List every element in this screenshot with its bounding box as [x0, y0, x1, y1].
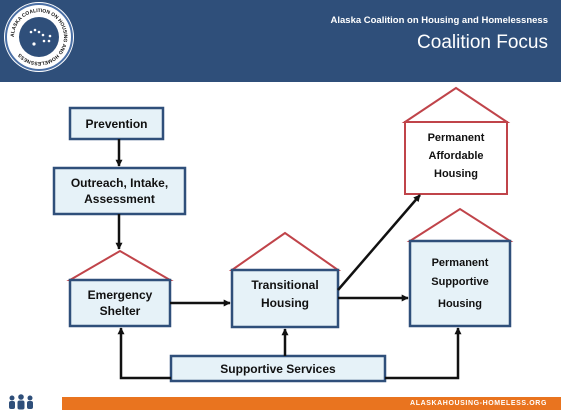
node-transitional-housing: Transitional Housing — [228, 231, 342, 329]
arrow-services-to-supportive — [385, 327, 462, 380]
supportive-label-line1: Permanent — [432, 257, 489, 269]
node-permanent-supportive-housing: Permanent Supportive Housing — [406, 207, 514, 328]
outreach-label-line2: Assessment — [84, 192, 155, 206]
supportive-label-line3: Housing — [438, 298, 482, 310]
outreach-label-line1: Outreach, Intake, — [71, 176, 168, 190]
node-permanent-affordable-housing: Permanent Affordable Housing — [401, 86, 511, 195]
arrow-transitional-to-affordable — [337, 194, 421, 291]
org-name: Alaska Coalition on Housing and Homeless… — [330, 15, 549, 26]
arrow-services-to-emergency — [117, 327, 171, 380]
footer-url: ALASKAHOUSING-HOMELESS.ORG — [410, 400, 547, 407]
header-band — [0, 0, 561, 82]
coalition-logo: ALASKA COALITION ON HOUSING AND HOMELESS… — [4, 2, 74, 72]
transitional-label-line1: Transitional — [251, 278, 318, 292]
affordable-label-line2: Affordable — [429, 150, 484, 162]
affordable-label-line3: Housing — [434, 168, 478, 180]
footer-bar: ALASKAHOUSING-HOMELESS.ORG — [62, 397, 561, 410]
affordable-label-line1: Permanent — [428, 132, 485, 144]
node-prevention: Prevention — [68, 106, 165, 141]
dipper-stars-icon — [29, 28, 52, 46]
emergency-label-line2: Shelter — [100, 304, 141, 318]
people-group-icon — [6, 394, 36, 415]
housing-flow-diagram: Prevention Outreach, Intake, Assessment … — [52, 86, 514, 383]
node-outreach: Outreach, Intake, Assessment — [52, 166, 187, 216]
supportive-label-line2: Supportive — [431, 276, 488, 288]
node-emergency-shelter: Emergency Shelter — [66, 249, 174, 328]
node-supportive-services: Supportive Services — [169, 354, 387, 383]
transitional-label-line2: Housing — [261, 296, 309, 310]
emergency-label-line1: Emergency — [88, 288, 153, 302]
services-label: Supportive Services — [220, 362, 336, 376]
slide-title: Coalition Focus — [417, 32, 548, 53]
prevention-label: Prevention — [85, 117, 147, 131]
